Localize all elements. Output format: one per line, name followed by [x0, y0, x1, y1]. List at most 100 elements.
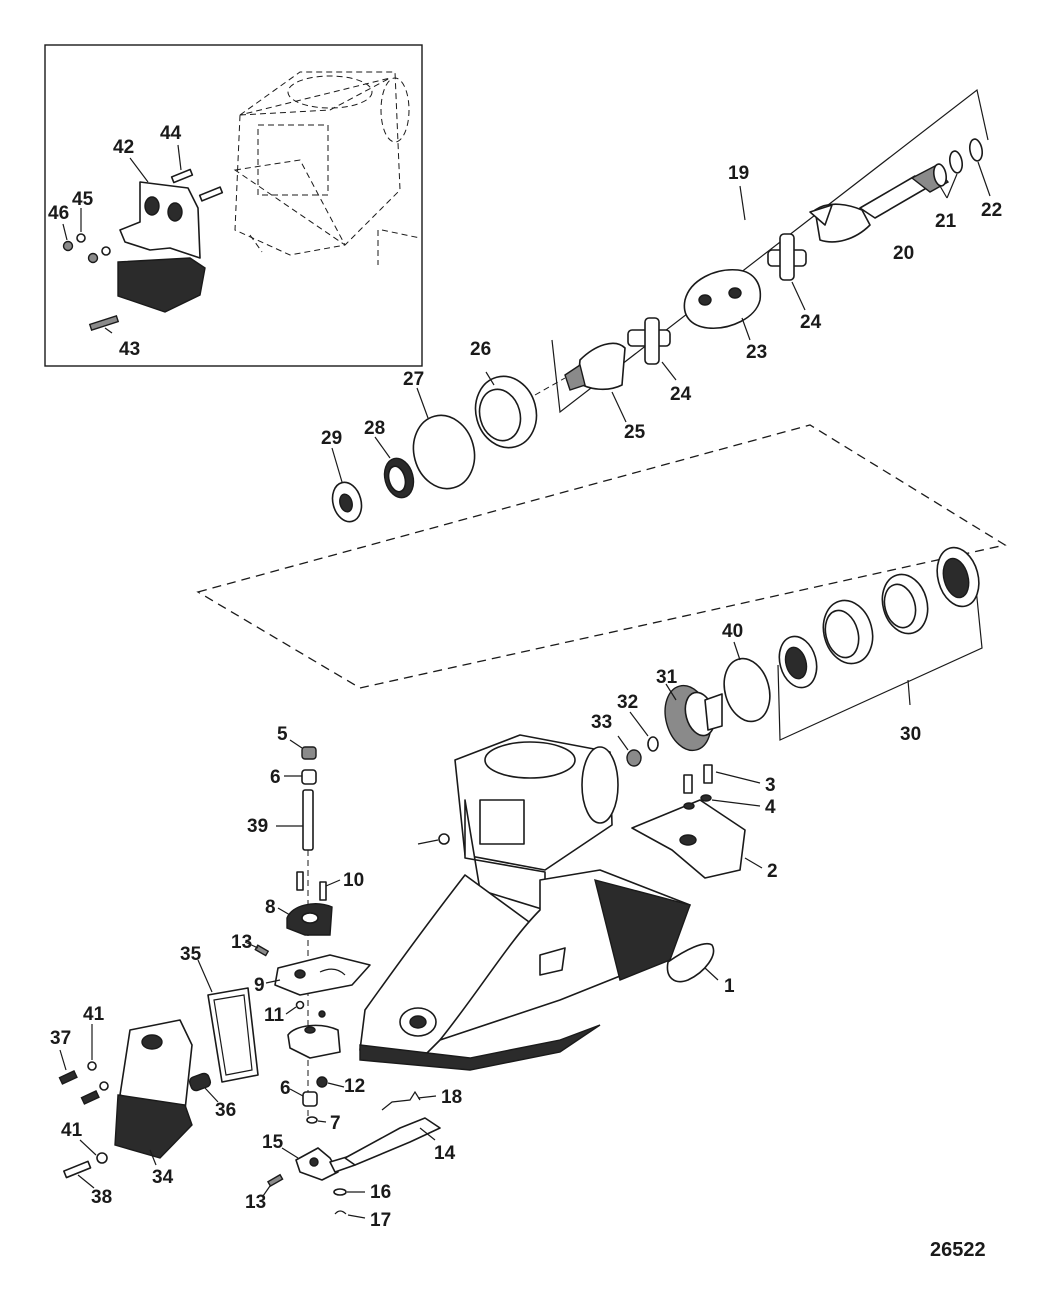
input-yoke-25 — [564, 342, 627, 423]
callout-26: 26 — [470, 339, 491, 360]
callout-33: 33 — [591, 712, 612, 733]
callout-41-lower: 41 — [61, 1120, 83, 1141]
callout-28: 28 — [364, 418, 385, 439]
bushing-6-lower — [289, 1088, 318, 1107]
trim-fin-42 — [117, 257, 206, 313]
bolts-3 — [683, 764, 761, 794]
bushing-6-upper — [284, 769, 317, 785]
callout-4: 4 — [765, 797, 776, 818]
callout-46: 46 — [48, 203, 69, 224]
center-yoke-23 — [683, 269, 762, 341]
assembly-dashed-outline — [196, 424, 1007, 689]
callout-27: 27 — [403, 369, 424, 390]
bearing-26 — [474, 371, 538, 449]
taper-bearing-small — [778, 635, 818, 689]
callout-18: 18 — [441, 1087, 462, 1108]
callout-15: 15 — [262, 1132, 284, 1153]
callout-32: 32 — [617, 692, 638, 713]
shift-stack — [244, 739, 371, 1124]
nut-11 — [285, 1000, 305, 1015]
cam-lower — [287, 1010, 341, 1059]
callout-24-upper: 24 — [800, 312, 822, 333]
screw-13-upper — [244, 941, 270, 957]
callout-44: 44 — [160, 123, 182, 144]
callout-29: 29 — [321, 428, 342, 449]
callout-45: 45 — [72, 189, 94, 210]
callout-31: 31 — [656, 667, 678, 688]
callout-2: 2 — [767, 861, 778, 882]
driveshaft-assembly — [534, 88, 991, 423]
callout-8: 8 — [265, 897, 276, 918]
callout-37: 37 — [50, 1028, 71, 1049]
stud-43 — [88, 314, 120, 332]
inset-detail — [44, 44, 423, 367]
gear-housing — [359, 734, 691, 1071]
shaft-20 — [809, 165, 950, 243]
callout-24-lower: 24 — [670, 384, 692, 405]
trim-bracket-42 — [119, 181, 201, 259]
o-ring-40 — [723, 641, 771, 723]
callout-10: 10 — [343, 870, 364, 891]
o-ring-27 — [412, 387, 476, 490]
bearing-seal-stack — [331, 371, 538, 523]
bolt-38-washer-41 — [63, 1139, 108, 1189]
callout-13-upper: 13 — [231, 932, 252, 953]
callout-34: 34 — [152, 1167, 174, 1188]
shift-lever-15 — [281, 1147, 356, 1181]
nut-33 — [617, 735, 642, 767]
callout-5: 5 — [277, 724, 288, 745]
callout-30: 30 — [900, 724, 921, 745]
callout-36: 36 — [215, 1100, 236, 1121]
callout-13-lower: 13 — [245, 1192, 266, 1213]
callout-19: 19 — [728, 163, 749, 184]
anode-1 — [666, 943, 719, 983]
washers-4 — [683, 794, 761, 810]
washer-16 — [333, 1188, 365, 1196]
callout-38: 38 — [91, 1187, 112, 1208]
callout-40: 40 — [722, 621, 743, 642]
callout-17: 17 — [370, 1210, 391, 1231]
callout-43: 43 — [119, 339, 140, 360]
pins-44 — [170, 168, 224, 202]
pin-17 — [334, 1210, 366, 1219]
inset-housing-outline — [233, 71, 421, 265]
plug-36 — [188, 1072, 219, 1103]
cam-8 — [277, 903, 333, 936]
callout-22: 22 — [981, 200, 1002, 221]
nut-washer-45-46 — [62, 233, 111, 264]
u-joint-24-lower — [627, 317, 677, 381]
callout-11: 11 — [264, 1005, 285, 1026]
callout-20: 20 — [893, 243, 914, 264]
callout-21: 21 — [935, 211, 957, 232]
gear-bearing-set — [617, 546, 983, 767]
callout-6-upper: 6 — [270, 767, 281, 788]
trim-tab-34 — [114, 1019, 193, 1166]
callout-16: 16 — [370, 1182, 391, 1203]
taper-bearing-large — [936, 546, 980, 608]
washer-29 — [331, 447, 363, 523]
link-14 — [344, 1117, 441, 1166]
seal-28 — [374, 436, 415, 499]
washer-32 — [629, 711, 659, 752]
rings-21-22 — [932, 138, 991, 199]
u-joint-24-upper — [767, 233, 807, 311]
callout-41-upper: 41 — [83, 1004, 105, 1025]
callout-3: 3 — [765, 775, 776, 796]
o-ring-7 — [306, 1116, 327, 1124]
callout-23: 23 — [746, 342, 767, 363]
callout-6-lower: 6 — [280, 1078, 291, 1099]
cap-5 — [289, 739, 317, 760]
callout-7: 7 — [330, 1113, 341, 1134]
plate-2 — [631, 799, 763, 879]
callout-35: 35 — [180, 944, 202, 965]
callout-42: 42 — [113, 137, 134, 158]
shaft-39 — [276, 789, 314, 851]
callout-labels: 1 2 3 4 5 6 6 7 8 9 10 11 12 13 13 14 15… — [48, 123, 1002, 1231]
nut-12 — [316, 1076, 345, 1088]
callout-12: 12 — [344, 1076, 365, 1097]
screws-10 — [296, 871, 341, 901]
callout-9: 9 — [254, 975, 265, 996]
gasket-35 — [197, 959, 259, 1083]
screws-37-41 — [58, 1024, 109, 1105]
